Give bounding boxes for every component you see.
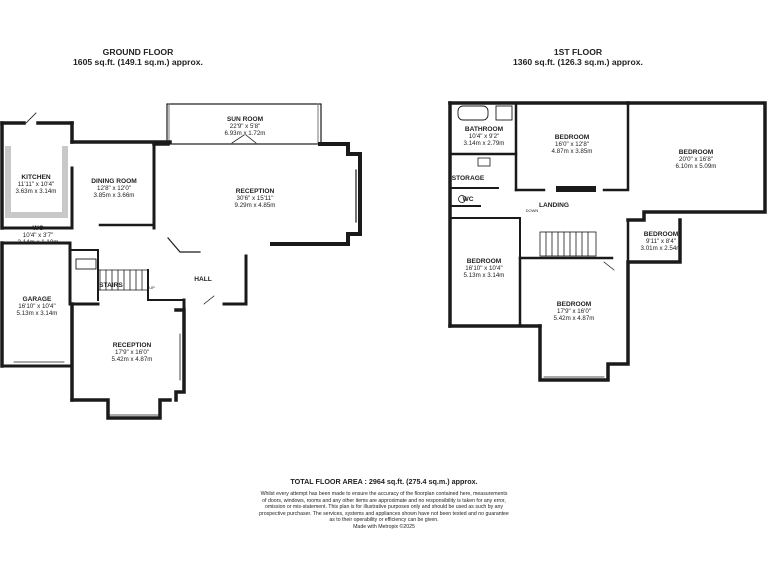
ground-floor-header: GROUND FLOOR 1605 sq.ft. (149.1 sq.m.) a… bbox=[48, 47, 228, 67]
kitchen-worktop bbox=[5, 146, 11, 218]
disclaimer-line: as to their operability or efficiency ca… bbox=[329, 517, 439, 524]
disclaimer: Whilst every attempt has been made to en… bbox=[220, 491, 548, 531]
room-label-reception-main: RECEPTION 30'6" x 15'11" 9.29m x 4.85m bbox=[234, 188, 276, 210]
room-label-bathroom: BATHROOM 10'4" x 9'2" 3.14m x 2.79m bbox=[463, 126, 505, 148]
wardrobe bbox=[556, 186, 596, 192]
toilet-icon bbox=[458, 195, 466, 203]
basin-icon bbox=[477, 157, 491, 167]
disclaimer-line: prospective purchaser. The services, sys… bbox=[259, 510, 509, 517]
room-label-bedroom-2: BEDROOM 20'0" x 16'8" 6.10m x 5.09m bbox=[675, 149, 717, 171]
room-label-bedroom-4: BEDROOM 16'10" x 10'4" 5.13m x 3.14m bbox=[463, 258, 505, 280]
room-label-dining-room: DINING ROOM 12'8" x 12'0" 3.85m x 3.66m bbox=[91, 178, 137, 200]
disclaimer-line: Whilst every attempt has been made to en… bbox=[260, 491, 508, 497]
ground-floor-plan bbox=[0, 103, 362, 420]
total-floor-area: TOTAL FLOOR AREA : 2964 sq.ft. (275.4 sq… bbox=[290, 477, 478, 486]
room-label-bedroom-3: BEDROOM 9'11" x 8'4" 3.01m x 2.54m bbox=[640, 231, 682, 253]
storage-label: STORAGE bbox=[451, 175, 485, 182]
sun-room-outline bbox=[166, 103, 322, 145]
landing-label: LANDING bbox=[538, 202, 570, 209]
first-stairs bbox=[539, 231, 597, 257]
stairs-label: STAIRS bbox=[99, 282, 123, 289]
ground-stairs bbox=[97, 269, 149, 291]
metropix-credit: Made with Metropix ©2025 bbox=[353, 523, 415, 530]
ground-floor-area: 1605 sq.ft. (149.1 sq.m.) approx. bbox=[73, 57, 203, 67]
room-label-garage: GARAGE 16'10" x 10'4" 5.13m x 3.14m bbox=[16, 296, 58, 318]
room-label-wc: WC 10'4" x 3'7" 3.14m x 1.10m bbox=[17, 225, 59, 247]
shower-icon bbox=[495, 105, 513, 121]
room-label-sun-room: SUN ROOM 22'9" x 5'8" 6.93m x 1.72m bbox=[224, 116, 266, 138]
first-floor-plan bbox=[448, 101, 767, 382]
room-label-bedroom-1: BEDROOM 16'0" x 12'8" 4.87m x 3.85m bbox=[551, 134, 593, 156]
hall-label: HALL bbox=[194, 276, 212, 283]
disclaimer-line: omission or mis-statement. This plan is … bbox=[264, 504, 504, 511]
room-label-kitchen: KITCHEN 11'11" x 10'4" 3.63m x 3.14m bbox=[15, 174, 57, 196]
room-label-reception-front: RECEPTION 17'9" x 16'0" 5.42m x 4.87m bbox=[111, 342, 153, 364]
first-floor-area: 1360 sq.ft. (126.3 sq.m.) approx. bbox=[513, 57, 643, 67]
up-label: UP bbox=[149, 285, 155, 290]
down-label: DOWN bbox=[525, 208, 539, 213]
first-wc-label: WC bbox=[462, 196, 474, 203]
ground-floor-title: GROUND FLOOR bbox=[102, 47, 174, 57]
bathtub-icon bbox=[457, 105, 489, 121]
first-floor-header: 1ST FLOOR 1360 sq.ft. (126.3 sq.m.) appr… bbox=[478, 47, 678, 67]
room-label-bedroom-5: BEDROOM 17'9" x 16'0" 5.42m x 4.87m bbox=[553, 301, 595, 323]
first-floor-title: 1ST FLOOR bbox=[553, 47, 603, 57]
disclaimer-line: of doors, windows, rooms and any other i… bbox=[262, 497, 506, 504]
